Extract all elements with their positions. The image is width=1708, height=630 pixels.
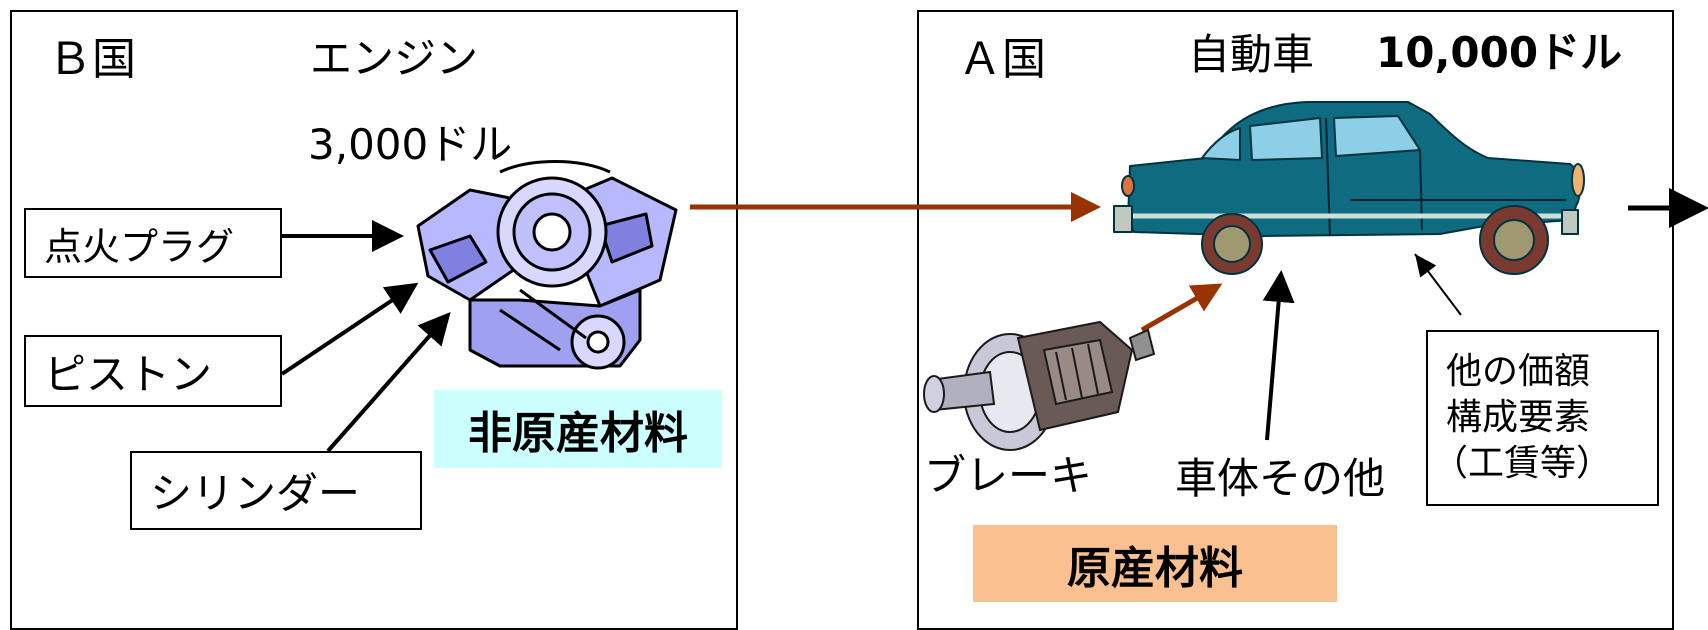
part-box-piston: ピストン — [24, 335, 282, 407]
other-value-line-3: （工賃等） — [1432, 443, 1613, 484]
brake-icon — [923, 320, 1156, 451]
part-label-spark-plug: 点火プラグ — [44, 224, 235, 269]
other-value-box: 他の価額 構成要素 （工賃等） — [1426, 330, 1659, 506]
other-value-line-2: 構成要素 — [1446, 397, 1591, 438]
arrow-cylinder-to-engine — [326, 312, 451, 453]
part-box-spark-plug: 点火プラグ — [24, 208, 282, 278]
part-label-cylinder: シリンダー — [150, 469, 361, 518]
other-value-line-1: 他の価額 — [1446, 351, 1591, 392]
car-price: 10,000ドル — [1376, 28, 1623, 77]
country-b-title: Ｂ国 — [48, 34, 136, 85]
brake-label: ブレーキ — [924, 451, 1093, 500]
arrow-other-value-to-car — [1414, 253, 1462, 316]
non-originating-material-label: 非原産材料 — [468, 408, 688, 459]
part-label-piston: ピストン — [44, 349, 213, 399]
car-icon — [1113, 101, 1585, 275]
engine-icon — [416, 160, 678, 370]
car-label: 自動車 — [1188, 30, 1315, 79]
car-body-label: 車体その他 — [1175, 454, 1386, 503]
country-a-title: Ａ国 — [958, 34, 1046, 85]
non-originating-material-tag: 非原産材料 — [434, 390, 722, 468]
arrow-brake-to-car — [1140, 283, 1223, 333]
part-box-cylinder: シリンダー — [130, 451, 422, 530]
originating-material-label: 原産材料 — [1067, 542, 1243, 594]
diagram-graphics — [280, 101, 1708, 453]
engine-label: エンジン — [310, 34, 479, 83]
arrow-body-to-car — [1262, 270, 1295, 441]
arrow-piston-to-engine — [280, 282, 419, 376]
originating-material-tag: 原産材料 — [973, 525, 1337, 602]
engine-price: 3,000ドル — [308, 120, 513, 169]
